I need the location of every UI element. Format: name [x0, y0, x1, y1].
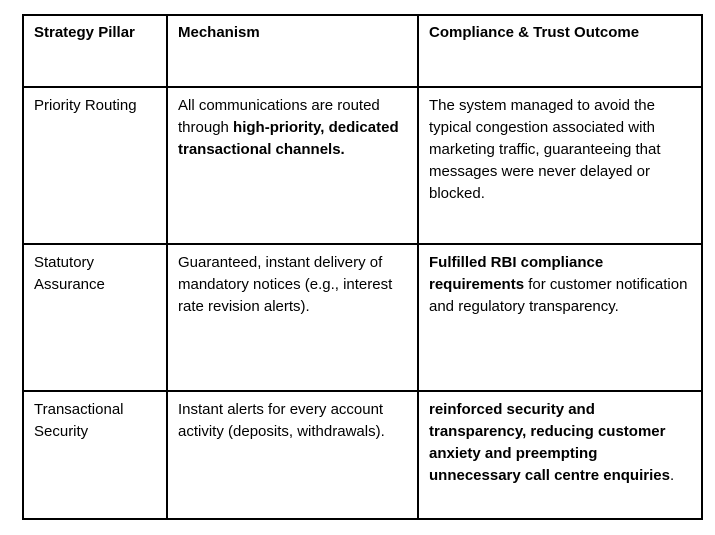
mechanism-text-regular: All communications are routed through	[178, 97, 380, 136]
table-row-statutory-assurance: Statutory Assurance Guaranteed, instant …	[22, 243, 703, 392]
mechanism-text-regular: Instant alerts for every account activit…	[178, 401, 385, 440]
outcome-text-bold: reinforced security and transparency, re…	[429, 401, 670, 484]
outcome-text-bold: Fulfilled RBI compliance requirements	[429, 254, 604, 293]
table-row-priority-routing: Priority Routing All communications are …	[22, 86, 703, 245]
cell-mechanism-statutory-assurance: Guaranteed, instant delivery of mandator…	[166, 243, 419, 392]
header-row: Strategy Pillar Mechanism Compliance & T…	[22, 14, 703, 88]
outcome-text-regular: for customer notification and regulatory…	[429, 276, 688, 315]
table-row-transactional-security: Transactional Security Instant alerts fo…	[22, 390, 703, 520]
cell-mechanism-transactional-security: Instant alerts for every account activit…	[166, 390, 419, 520]
mechanism-text-regular: Guaranteed, instant delivery of mandator…	[178, 254, 393, 315]
outcome-text-regular: The system managed to avoid the typical …	[429, 97, 661, 202]
cell-outcome-statutory-assurance: Fulfilled RBI compliance requirements fo…	[417, 243, 703, 392]
cell-pillar-statutory-assurance: Statutory Assurance	[22, 243, 168, 392]
cell-mechanism-priority-routing: All communications are routed through hi…	[166, 86, 419, 245]
cell-outcome-transactional-security: reinforced security and transparency, re…	[417, 390, 703, 520]
mechanism-text-bold: high-priority, dedicated transactional c…	[178, 119, 399, 158]
header-cell-mechanism: Mechanism	[166, 14, 419, 88]
strategy-table: Strategy Pillar Mechanism Compliance & T…	[22, 14, 703, 520]
header-cell-compliance-trust-outcome: Compliance & Trust Outcome	[417, 14, 703, 88]
outcome-text-regular: .	[669, 467, 675, 484]
cell-pillar-transactional-security: Transactional Security	[22, 390, 168, 520]
cell-pillar-priority-routing: Priority Routing	[22, 86, 168, 245]
header-cell-strategy-pillar: Strategy Pillar	[22, 14, 168, 88]
cell-outcome-priority-routing: The system managed to avoid the typical …	[417, 86, 703, 245]
